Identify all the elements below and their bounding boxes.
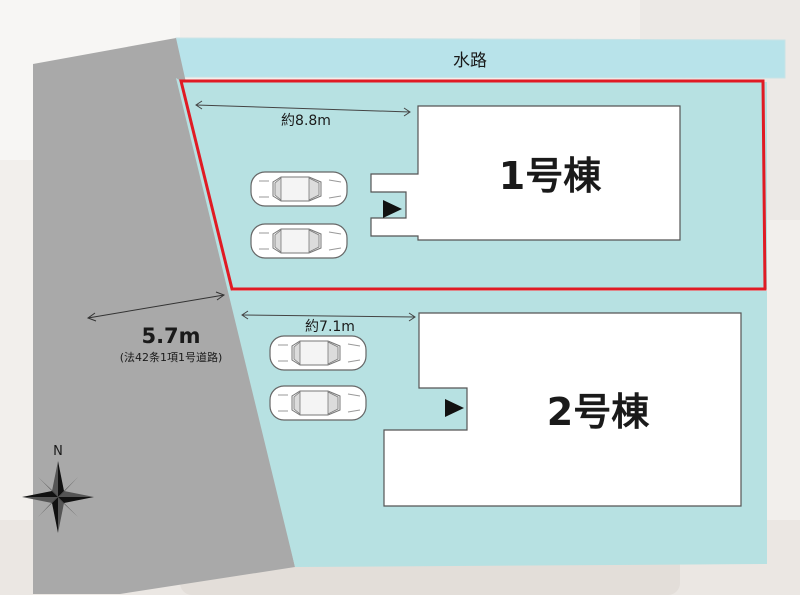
compass-rose-icon [22,461,94,533]
lot-1-highlight-border [179,79,767,291]
parking-car-icon [250,223,348,259]
parking-car-icon [269,335,367,371]
entrance-2-icon [445,399,464,417]
frontage-1-label: 約8.8m [281,113,331,129]
frontage-1-dimension [195,100,411,117]
building-2 [383,312,742,507]
road-width-label: 5.7m [141,324,200,348]
road [33,38,295,594]
parking-car-icon [269,385,367,421]
building-1 [370,105,681,241]
building-1-label: 1号棟 [499,154,602,198]
canal-label: 水路 [453,51,487,71]
entrance-1-icon [383,200,402,218]
road-type-note: (法42条1項1号道路) [120,350,223,364]
frontage-2-label: 約7.1m [305,319,355,335]
building-2-label: 2号棟 [547,390,650,434]
frontage-2-dimension [241,310,416,322]
north-label: N [53,444,63,459]
road-width-dimension [86,291,226,322]
parking-car-icon [250,171,348,207]
